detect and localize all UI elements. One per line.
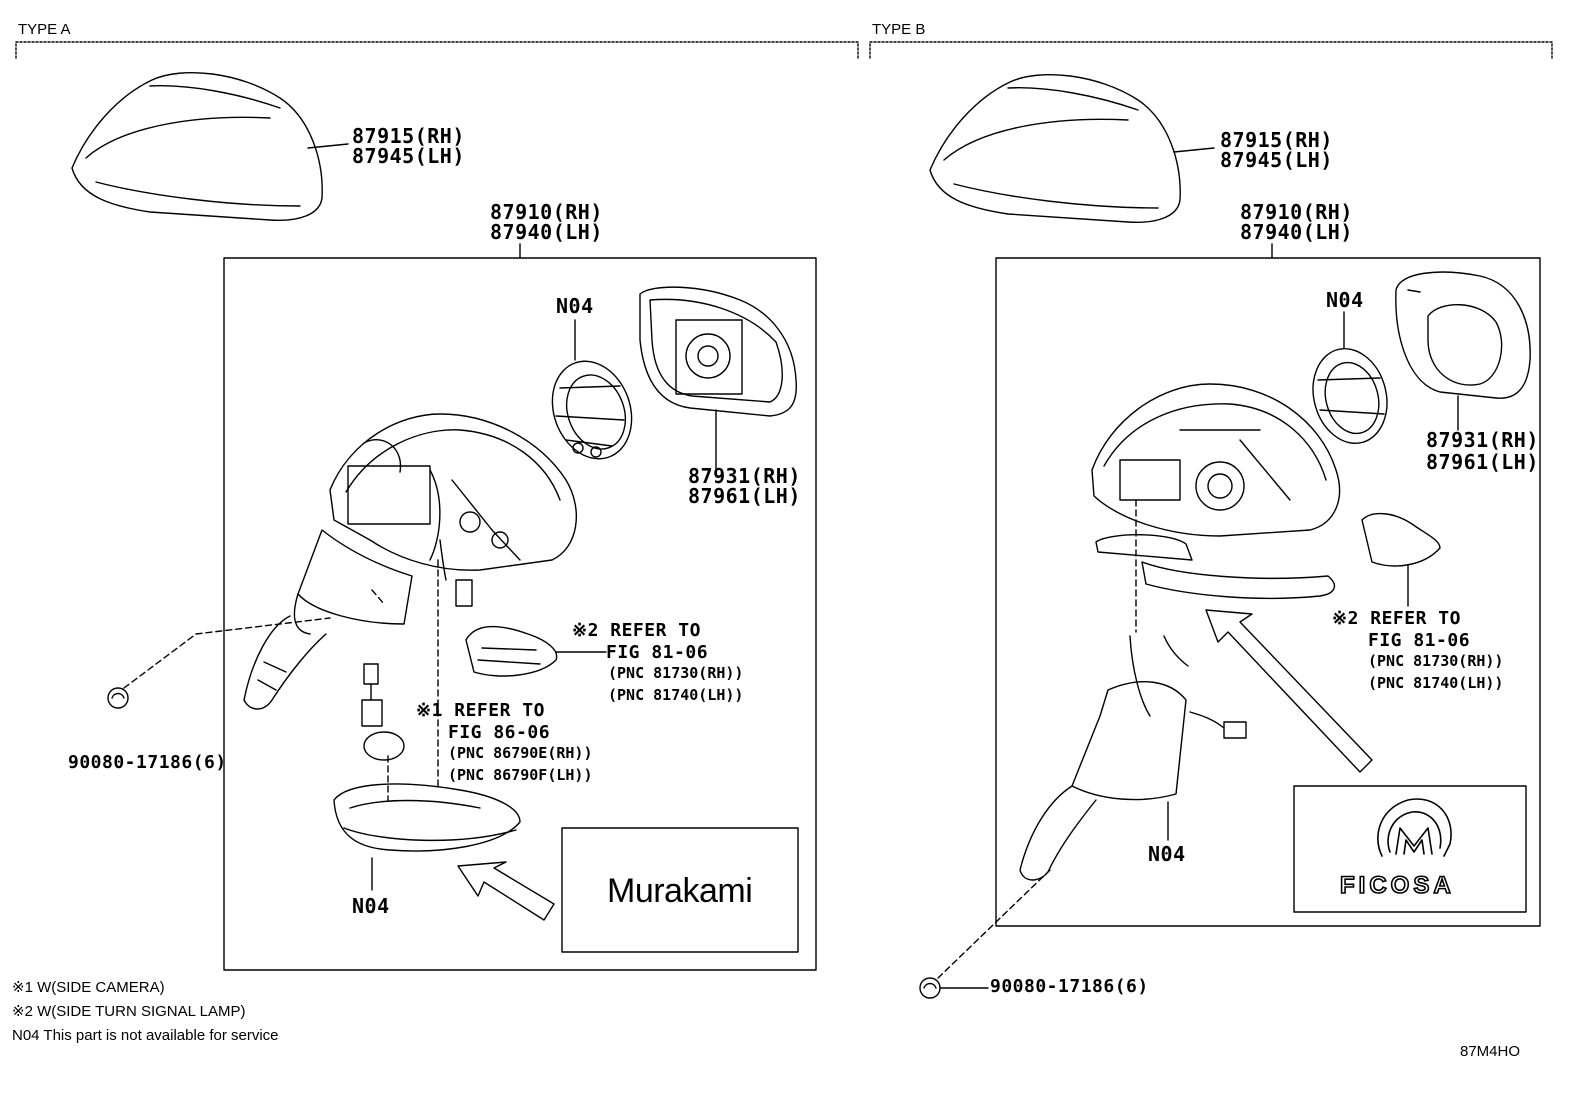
footnote-n04: N04 This part is not available for servi…	[12, 1027, 279, 1044]
part-label-assy-lh-a: 87940(LH)	[490, 220, 603, 244]
part-label-screw-a: 90080-17186(6)	[68, 752, 227, 773]
part-label-assy-rh-b: 87910(RH)	[1240, 200, 1353, 224]
lower-lamp-a	[333, 783, 521, 852]
assembly-box-b	[995, 257, 1541, 927]
turn-lamp-a	[465, 625, 558, 677]
ref1-line3-a: (PNC 86790E(RH))	[448, 744, 593, 762]
part-label-cover-lh-a: 87945(LH)	[352, 144, 465, 168]
mirror-base-b	[1019, 635, 1247, 881]
footnote-turn-signal: ※2 W(SIDE TURN SIGNAL LAMP)	[12, 1003, 246, 1020]
turn-lamp-b	[1361, 513, 1441, 567]
mirror-glass-a	[639, 286, 797, 417]
brand-ficosa: FICOSA	[1339, 871, 1455, 900]
lamp-cover-b	[1095, 534, 1336, 600]
mirror-glass-b	[1395, 271, 1531, 399]
part-label-n04-base-b: N04	[1148, 842, 1186, 866]
brand-box-a	[561, 827, 799, 953]
dashed-leaders-b	[937, 499, 1137, 979]
part-label-glass-lh-b: 87961(LH)	[1426, 450, 1539, 474]
type-a-title: TYPE A	[18, 21, 71, 38]
leader-cover-a	[307, 143, 349, 149]
part-label-n04-lamp-a: N04	[352, 894, 390, 918]
footnote-side-camera: ※1 W(SIDE CAMERA)	[12, 979, 165, 996]
ref2-line1-a: ※2 REFER TO	[572, 620, 701, 641]
ficosa-logo-icon	[1377, 798, 1452, 857]
part-label-glass-lh-a: 87961(LH)	[688, 484, 801, 508]
ref1-line1-a: ※1 REFER TO	[416, 700, 545, 721]
mirror-body-b	[1091, 383, 1341, 537]
mirror-base-a	[243, 529, 413, 710]
ref1-line2-a: FIG 86-06	[448, 722, 551, 743]
type-a-bracket	[15, 41, 859, 59]
part-label-screw-b: 90080-17186(6)	[990, 976, 1149, 997]
ref2-line4-a: (PNC 81740(LH))	[608, 686, 744, 704]
ref2-line3-b: (PNC 81730(RH))	[1368, 652, 1504, 670]
screw-a	[107, 687, 129, 709]
ref1-line4-a: (PNC 86790F(LH))	[448, 766, 593, 784]
part-label-assy-lh-b: 87940(LH)	[1240, 220, 1353, 244]
part-label-n04-actuator-a: N04	[556, 294, 594, 318]
leader-cover-b	[1173, 147, 1215, 153]
side-camera-a	[361, 663, 405, 761]
type-b-bracket	[869, 41, 1553, 59]
screw-b	[919, 977, 989, 999]
ref2-line2-b: FIG 81-06	[1368, 630, 1471, 651]
assembly-box-a	[223, 257, 817, 971]
ref2-line1-b: ※2 REFER TO	[1332, 608, 1461, 629]
brand-murakami: Murakami	[607, 872, 753, 910]
actuator-a	[551, 360, 633, 460]
arrow-a	[457, 861, 555, 921]
ref2-line4-b: (PNC 81740(LH))	[1368, 674, 1504, 692]
mirror-body-a	[329, 413, 578, 571]
dashed-leaders-a	[123, 559, 439, 801]
part-label-cover-lh-b: 87945(LH)	[1220, 148, 1333, 172]
mirror-cover-b	[929, 73, 1181, 223]
part-label-n04-actuator-b: N04	[1326, 288, 1364, 312]
type-b-title: TYPE B	[872, 21, 926, 38]
part-label-glass-rh-b: 87931(RH)	[1426, 428, 1539, 452]
ref2-line3-a: (PNC 81730(RH))	[608, 664, 744, 682]
part-label-cover-rh-a: 87915(RH)	[352, 124, 465, 148]
harness-a	[439, 539, 473, 607]
actuator-b	[1312, 348, 1388, 444]
part-label-cover-rh-b: 87915(RH)	[1220, 128, 1333, 152]
ref2-line2-a: FIG 81-06	[606, 642, 709, 663]
mirror-cover-a	[71, 71, 323, 221]
part-label-glass-rh-a: 87931(RH)	[688, 464, 801, 488]
part-label-assy-rh-a: 87910(RH)	[490, 200, 603, 224]
figure-id: 87M4HO	[1460, 1043, 1521, 1060]
brand-box-b	[1293, 785, 1527, 913]
arrow-b	[1205, 609, 1373, 773]
